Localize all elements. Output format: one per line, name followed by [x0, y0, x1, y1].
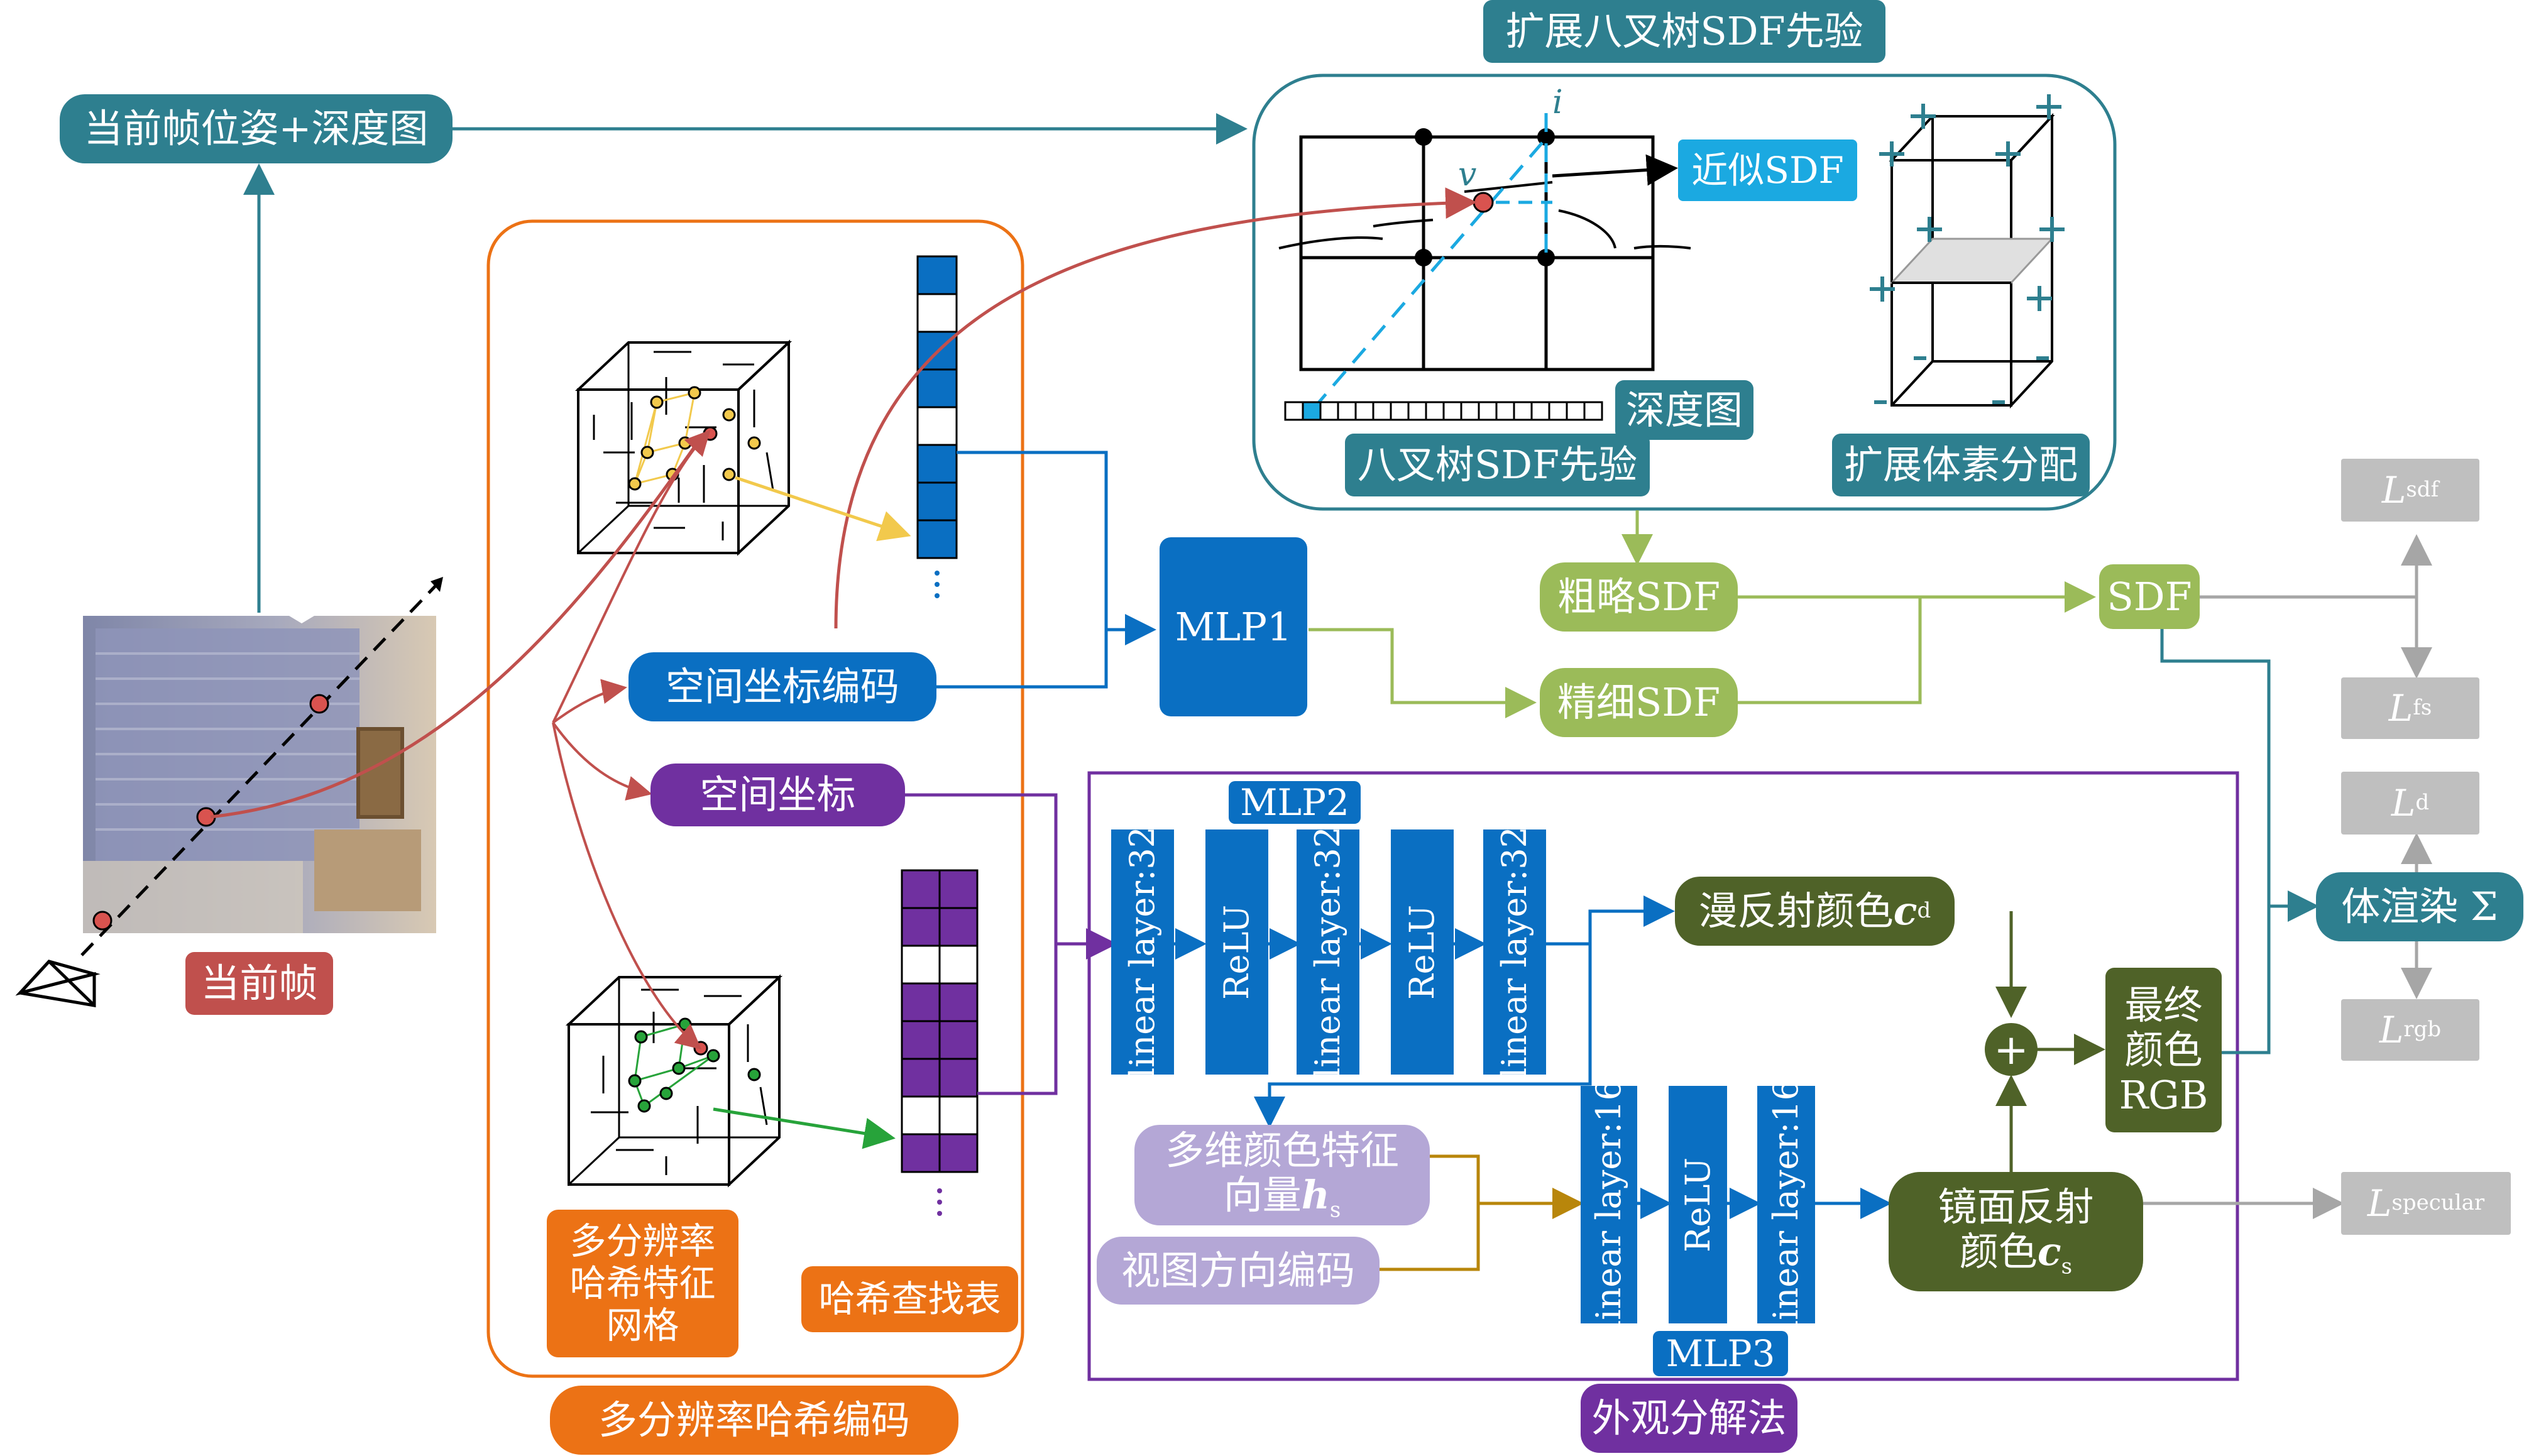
arrow-red-to-spatial-coord	[552, 721, 652, 801]
ray-sample-points	[92, 694, 329, 931]
arrow-feature-to-mlp3	[1430, 1154, 1584, 1219]
arrow-red-to-spatial-enc	[552, 679, 627, 724]
mlp2-layer-4: ReLU	[1391, 829, 1454, 1075]
arrow-spatial-enc-to-mlp1	[936, 630, 1108, 689]
arrow-red-to-cube-bottom	[552, 722, 702, 1050]
depth-map-label: 深度图	[1615, 380, 1753, 440]
coarse-sdf-label: 粗略SDF	[1540, 562, 1738, 632]
multires-hash-label: 多分辨率哈希编码	[550, 1386, 958, 1455]
octree-prior-frame	[1252, 74, 2117, 511]
arrow-mlp1-to-fine	[1309, 628, 1537, 718]
extended-voxel-cube	[1889, 112, 2055, 409]
current-frame-image	[83, 616, 436, 933]
final-color-label: 最终 颜色 RGB	[2105, 968, 2222, 1132]
arrow-yellow-lookup	[735, 476, 911, 542]
approx-sdf-label: 近似SDF	[1678, 140, 1857, 201]
pose-depth-label: 当前帧位姿+深度图	[60, 94, 453, 163]
plus-node	[1985, 1023, 2038, 1076]
arrow-fine-to-sdf	[1738, 597, 1922, 704]
arrow-red-to-cube-top	[552, 430, 711, 723]
multi-feature-label: 多维颜色特征 向量hs	[1134, 1125, 1430, 1225]
current-frame-label: 当前帧	[185, 952, 333, 1015]
hash-table-top	[916, 255, 958, 559]
specular-color-label: 镜面反射 颜色cs	[1889, 1172, 2143, 1291]
arrow-green-lookup	[713, 1107, 896, 1149]
var-i: i	[1552, 84, 1563, 121]
mlp1-box: MLP1	[1160, 537, 1307, 716]
mlp2-layer-1: linear layer:32	[1111, 826, 1174, 1078]
mlp3-layer-1: linear layer:16	[1581, 1078, 1637, 1331]
var-v: v	[1458, 156, 1476, 194]
depth-strip	[1284, 401, 1603, 421]
arrow-hash-bottom-to-mlp2	[977, 944, 1058, 1095]
octree-corner-nodes	[1415, 128, 1555, 266]
arrow-view-to-mlp3	[1380, 1203, 1480, 1271]
arrow-red-to-octree	[210, 202, 1471, 819]
appearance-frame	[1087, 771, 2239, 1381]
approx-sdf-arrow	[1552, 154, 1678, 186]
sdf-label: SDF	[2099, 564, 2200, 629]
hash-grid-cube-bottom	[565, 974, 783, 1188]
spatial-coord-label: 空间坐标	[650, 764, 905, 826]
ray-arrowhead	[431, 577, 443, 592]
arrow-mlp2-to-feature	[1254, 944, 1592, 1128]
ext-octree-prior-title: 扩展八叉树SDF先验	[1483, 0, 1885, 63]
hash-table-bottom-ellipsis	[937, 1188, 942, 1216]
arrow-coord-to-mlp2	[905, 793, 1117, 960]
multires-grid-label: 多分辨率 哈希特征 网格	[547, 1210, 738, 1357]
arrow-sdf-to-render	[2160, 628, 2319, 922]
mlp2-layer-2: ReLU	[1205, 829, 1268, 1075]
voxel-sign-marks	[1870, 94, 2065, 404]
spatial-encoding-label: 空间坐标编码	[628, 652, 936, 721]
arrow-hash-to-mlp1	[957, 451, 1156, 645]
volume-render-label: 体渲染 Σ	[2316, 872, 2523, 941]
hash-table-top-ellipsis	[935, 571, 940, 598]
hash-table-label: 哈希查找表	[801, 1266, 1018, 1332]
appearance-label: 外观分解法	[1581, 1384, 1797, 1453]
mlp3-layer-2: ReLU	[1669, 1086, 1727, 1323]
hash-encoding-frame	[486, 219, 1024, 1378]
fine-sdf-label: 精细SDF	[1540, 668, 1738, 737]
mlp3-label: MLP3	[1653, 1331, 1788, 1376]
mlp2-layer-5: linear layer:32	[1483, 826, 1546, 1078]
camera-icon	[15, 960, 101, 1007]
plus-symbol: +	[1994, 1026, 2028, 1074]
mlp2-label: MLP2	[1229, 781, 1361, 824]
arrow-mlp2-to-diffuse	[1546, 895, 1675, 946]
camera-ray	[80, 580, 441, 956]
ext-voxel-label: 扩展体素分配	[1832, 434, 2090, 496]
octree-prior-label: 八叉树SDF先验	[1345, 434, 1650, 496]
arrow-rgb-to-render	[2222, 906, 2271, 1054]
view-dir-label: 视图方向编码	[1097, 1237, 1380, 1305]
mlp2-layer-3: linear layer:32	[1297, 826, 1359, 1078]
hash-grid-cube-top	[574, 339, 793, 556]
mlp3-layer-3: linear layer:16	[1757, 1078, 1815, 1331]
hash-table-bottom	[901, 869, 979, 1173]
query-point	[1473, 192, 1494, 213]
